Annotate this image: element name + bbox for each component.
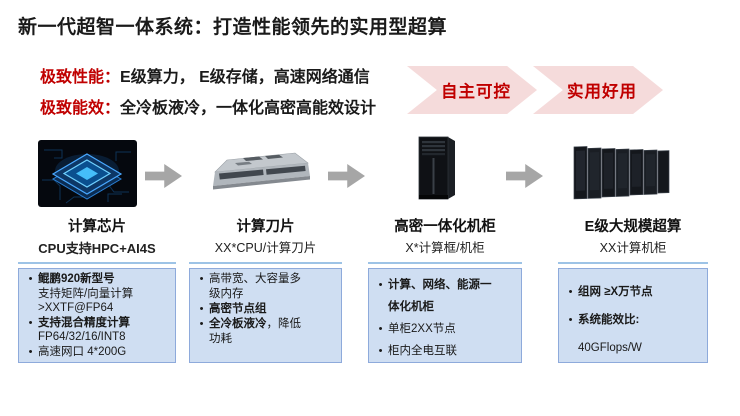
column-compute-blade: 计算刀片 XX*CPU/计算刀片 • 高带宽、大容量多级内存 • 高密节点组 • 全冷板液… [189,217,342,363]
chevron-banner-autonomous: 自主可控 [407,66,537,114]
page-title: 新一代超智一体系统：打造性能领先的实用型超算 [18,17,448,38]
caption-underline [558,262,708,264]
bullet-dot: • [199,273,204,285]
column-integrated-cabinet: 高密一体化机柜 X*计算框/机柜 •计算、网络、能源一体化机柜•单柜2XX节点•… [368,217,522,363]
banner-label: 自主可控 [441,83,511,101]
bullet-dot: • [199,318,204,330]
bullet-text: 柜内全电互联 [388,345,457,357]
bullet-dot: • [28,273,33,285]
right-arrow-icon [506,164,543,188]
bullet-item: • 高密节点组 [194,302,335,317]
bullet-dot: • [378,323,383,335]
caption-title: 计算刀片 [236,219,295,235]
bullet-dot: • [378,279,383,291]
bullet-item: • 高速网口 4*200G [23,345,169,360]
caption-subtitle: CPU支持HPC+AI4S [38,241,156,256]
right-arrow-icon [145,164,182,188]
caption-subtitle: X*计算框/机柜 [405,241,485,255]
feature-line-performance: 极致性能：E级算力， E级存储，高速网络通信 [40,62,376,93]
bullet-dot: • [28,345,33,358]
bullet-dot: • [568,286,573,298]
bullet-dot: • [378,345,383,357]
bullet-text: 系统能效比:40GFlops/W [578,314,642,354]
bullet-text: 高速网口 4*200G [38,345,127,358]
feature-list: 极致性能：E级算力， E级存储，高速网络通信 极致能效：全冷板液冷，一体化高密高… [40,62,376,124]
feature-box-2: • 高带宽、大容量多级内存 • 高密节点组 • 全冷板液冷，降低功耗 [189,268,342,363]
feature-box-4: • 组网 ≥X万节点 • 系统能效比:40GFlops/W [558,268,708,363]
bullet-dot: • [568,314,573,326]
bullet-text: 计算、网络、能源一体化机柜 [388,279,492,313]
caption-title: 高密一体化机柜 [394,219,496,235]
column-compute-chip: 计算芯片 CPU支持HPC+AI4S • 鲲鹏920新型号支持矩阵/向量计算>XX… [18,217,176,363]
caption-title: 计算芯片 [68,219,126,235]
server-rack-image [414,134,459,207]
feature-text: 全冷板液冷，一体化高密高能效设计 [120,100,377,117]
bullet-dot: • [199,303,204,315]
feature-label: 极致能效： [40,100,121,117]
bullet-item: • 高带宽、大容量多级内存 [194,272,335,302]
banner-label: 实用好用 [567,83,637,101]
rack-row-image [572,141,672,208]
caption-underline [18,262,176,264]
caption-subtitle: XX*CPU/计算刀片 [214,241,317,255]
right-arrow-icon [328,164,365,188]
bullet-text: 组网 ≥X万节点 [578,286,653,298]
feature-box-3: • 计算、网络、能源一体化机柜 • 单柜2XX节点 • 柜内全电互联 [368,268,522,363]
blade-server-image [205,148,315,203]
bullet-item: • 全冷板液冷，降低功耗 [194,317,335,347]
bullet-text: 鲲鹏920新型号支持矩阵/向量计算>XXTF@FP64 [38,273,134,314]
caption-title: E级大规模超算 [584,219,682,235]
caption-underline [189,262,342,264]
bullet-text: 高带宽、大容量多级内存 [209,273,301,300]
bullet-dot: • [28,316,33,329]
bullet-item: • 组网 ≥X万节点 [563,278,701,306]
bullet-text: 全冷板液冷，降低功耗 [209,318,301,345]
bullet-text: 单柜2XX节点 [388,323,456,335]
bullet-item: • 计算、网络、能源一体化机柜 [373,274,515,318]
column-exascale-supercomputer: E级大规模超算 XX计算机柜 • 组网 ≥X万节点 • 系统能效比:40GFlops/… [558,217,708,363]
caption-subtitle: XX计算机柜 [599,241,667,255]
bullet-text: 高密节点组 [209,303,267,315]
bullet-item: • 单柜2XX节点 [373,318,515,340]
feature-line-efficiency: 极致能效：全冷板液冷，一体化高密高能效设计 [40,93,376,124]
feature-label: 极致性能： [40,69,121,86]
chevron-banner-practical: 实用好用 [533,66,663,114]
caption-underline [368,262,522,264]
bullet-item: • 柜内全电互联 [373,340,515,362]
cpu-chip-image [38,140,137,212]
bullet-item: • 系统能效比:40GFlops/W [563,306,701,362]
feature-text: E级算力， E级存储，高速网络通信 [120,69,370,86]
bullet-item: • 鲲鹏920新型号支持矩阵/向量计算>XXTF@FP64 [23,272,169,316]
